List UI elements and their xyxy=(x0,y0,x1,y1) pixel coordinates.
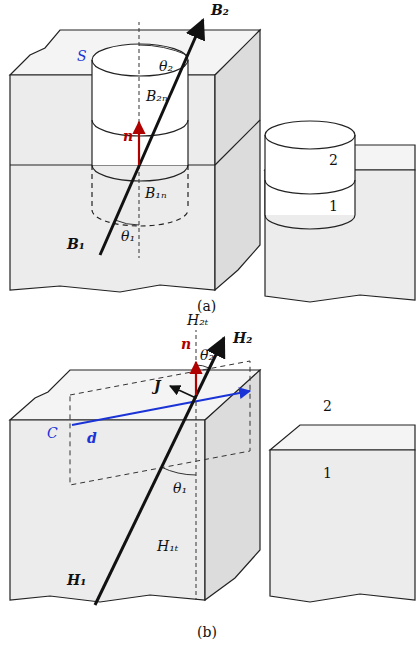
angle-label: θ₁ xyxy=(172,480,188,496)
angle-label: θ₁ xyxy=(120,228,136,244)
panel-label: (a) xyxy=(196,298,217,314)
component-label: B₂ₙ xyxy=(145,88,169,104)
component-label: H₂ₜ xyxy=(186,312,209,328)
region-number: 2 xyxy=(322,398,333,414)
current-label: J xyxy=(153,378,162,394)
vector-label: B₂ xyxy=(210,2,230,18)
component-label: B₁ₙ xyxy=(144,185,168,201)
direction-label: d xyxy=(86,430,98,446)
vector-label: H₁ xyxy=(66,572,87,588)
contour-label: C xyxy=(46,425,59,441)
normal-label: n xyxy=(180,336,192,352)
normal-label: n xyxy=(122,128,134,144)
region-number: 2 xyxy=(328,152,339,168)
vector-label: H₂ xyxy=(232,330,253,346)
vector-label: B₁ xyxy=(66,236,86,252)
angle-label: θ₂ xyxy=(199,347,215,363)
region-number: 1 xyxy=(322,465,333,481)
component-label: H₁ₜ xyxy=(156,538,179,554)
panel-label: (b) xyxy=(196,624,218,640)
region-number: 1 xyxy=(328,198,339,214)
surface-label: S xyxy=(76,48,88,64)
angle-label: θ₂ xyxy=(158,58,174,74)
